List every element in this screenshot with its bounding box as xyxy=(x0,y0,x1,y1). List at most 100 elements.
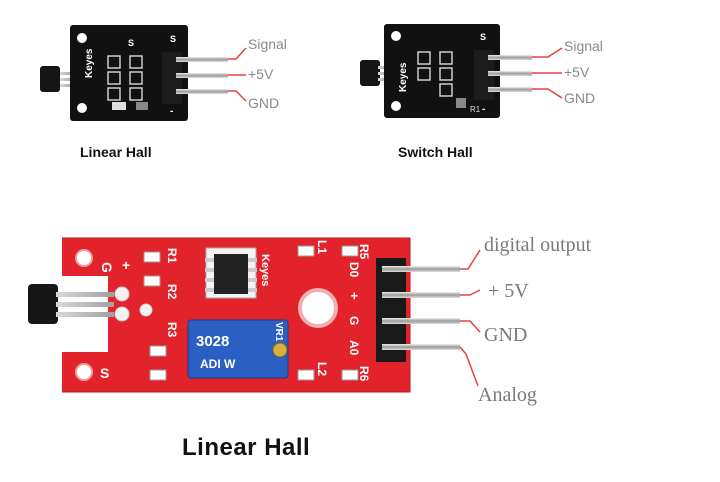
silkscreen-r2: R2 xyxy=(165,284,179,300)
solder-pad xyxy=(439,83,453,97)
silkscreen-l1: L1 xyxy=(315,240,329,254)
mounting-hole xyxy=(298,288,338,328)
pcb-edge xyxy=(62,237,411,393)
caption-linear-hall-large: Linear Hall xyxy=(182,434,311,461)
pot-code2: ADI W xyxy=(200,357,236,371)
silkscreen-brand: Keyes xyxy=(259,254,271,286)
silkscreen-s: S xyxy=(480,32,486,42)
leader-line xyxy=(228,90,247,102)
smd-led xyxy=(112,102,126,110)
solder-pad xyxy=(417,51,431,65)
mounting-hole xyxy=(77,33,87,43)
leader-line xyxy=(532,47,563,58)
pin-label-signal: Signal xyxy=(248,36,287,52)
pin-label-5v: +5V xyxy=(248,66,274,82)
smd-resistor xyxy=(143,251,161,263)
smd-resistor xyxy=(149,345,167,357)
ic-chip xyxy=(214,254,248,294)
ic-leg xyxy=(205,288,214,292)
solder-pad xyxy=(129,87,143,101)
leader-line xyxy=(459,346,479,387)
header-pin xyxy=(176,73,228,78)
black-pcb xyxy=(384,24,500,118)
solder-joint xyxy=(114,306,130,322)
ic-leg xyxy=(248,258,257,262)
silkscreen-brand: Keyes xyxy=(84,48,95,78)
pin-label-analog: Analog xyxy=(478,384,537,406)
silkscreen-vr1: VR1 xyxy=(273,322,284,342)
ic-leg xyxy=(248,268,257,272)
ic-leg xyxy=(205,268,214,272)
silkscreen-r5: R5 xyxy=(357,244,371,260)
header-pin xyxy=(176,89,228,94)
smd-resistor xyxy=(297,369,315,381)
silkscreen-brand: Keyes xyxy=(398,62,409,92)
solder-pad xyxy=(439,67,453,81)
solder-pad xyxy=(417,67,431,81)
silkscreen-r1: R1 xyxy=(470,105,481,114)
header-pin xyxy=(488,55,532,60)
header-pin xyxy=(488,71,532,76)
sensor-leg xyxy=(60,78,74,81)
pin-label-5v: +5V xyxy=(564,64,590,80)
mounting-hole xyxy=(75,363,93,381)
ic-leg xyxy=(248,278,257,282)
silkscreen-plus: + xyxy=(122,257,130,273)
pin-label-gnd: GND xyxy=(484,324,528,346)
sensor-leg xyxy=(60,84,74,87)
leader-line xyxy=(532,88,563,99)
smd-led xyxy=(341,245,359,257)
ic-leg xyxy=(248,288,257,292)
silkscreen-r3: R3 xyxy=(165,322,179,338)
caption-switch-hall: Switch Hall xyxy=(398,144,473,160)
sensor-leg xyxy=(56,292,114,297)
silkscreen-minus: - xyxy=(482,104,485,115)
header-pin xyxy=(382,344,460,350)
header-pin xyxy=(382,318,460,324)
switch-hall-small-module: Keyes S R1 - xyxy=(360,24,563,118)
leader-line xyxy=(460,249,481,270)
sensor-leg xyxy=(378,72,388,75)
mounting-hole xyxy=(391,101,401,111)
potentiometer-body xyxy=(187,319,289,379)
caption-linear-hall-small: Linear Hall xyxy=(80,144,152,160)
potentiometer-screw xyxy=(272,342,288,358)
sensor-leg xyxy=(378,66,388,69)
smd-resistor xyxy=(143,275,161,287)
smd-resistor xyxy=(297,245,315,257)
ic-leg xyxy=(205,278,214,282)
linear-hall-small-module: Keyes S S - xyxy=(40,25,247,121)
solder-joint xyxy=(139,303,153,317)
silkscreen-s: S xyxy=(100,365,109,381)
silkscreen-g: G xyxy=(99,262,115,273)
smd-resistor xyxy=(136,102,148,110)
silkscreen-s-header: S xyxy=(170,34,176,44)
silkscreen-d0: D0 xyxy=(347,262,361,278)
solder-pad xyxy=(107,71,121,85)
mounting-hole xyxy=(75,249,93,267)
pin-label-signal: Signal xyxy=(564,38,603,54)
silkscreen-a0: A0 xyxy=(347,340,361,356)
smd-led xyxy=(341,369,359,381)
solder-joint xyxy=(114,286,130,302)
pin-label-5v: + 5V xyxy=(488,280,529,302)
sensor-leg xyxy=(60,72,74,75)
sensor-leg xyxy=(378,78,388,81)
header-pin xyxy=(382,266,460,272)
silkscreen-minus: - xyxy=(170,106,173,117)
solder-pad xyxy=(107,87,121,101)
leader-line xyxy=(460,320,481,333)
pin-label-digital-output: digital output xyxy=(484,234,592,256)
hall-sensor-body xyxy=(360,60,380,86)
silkscreen-r6: R6 xyxy=(357,366,371,382)
black-pcb xyxy=(70,25,188,121)
leader-line xyxy=(228,47,247,60)
silkscreen-g-pin: G xyxy=(347,316,361,325)
sensor-leg xyxy=(56,312,114,317)
smd-resistor xyxy=(149,369,167,381)
smd-resistor xyxy=(456,98,466,108)
silkscreen-r1: R1 xyxy=(165,248,179,264)
silkscreen-l2: L2 xyxy=(315,362,329,376)
leader-line xyxy=(460,289,481,296)
